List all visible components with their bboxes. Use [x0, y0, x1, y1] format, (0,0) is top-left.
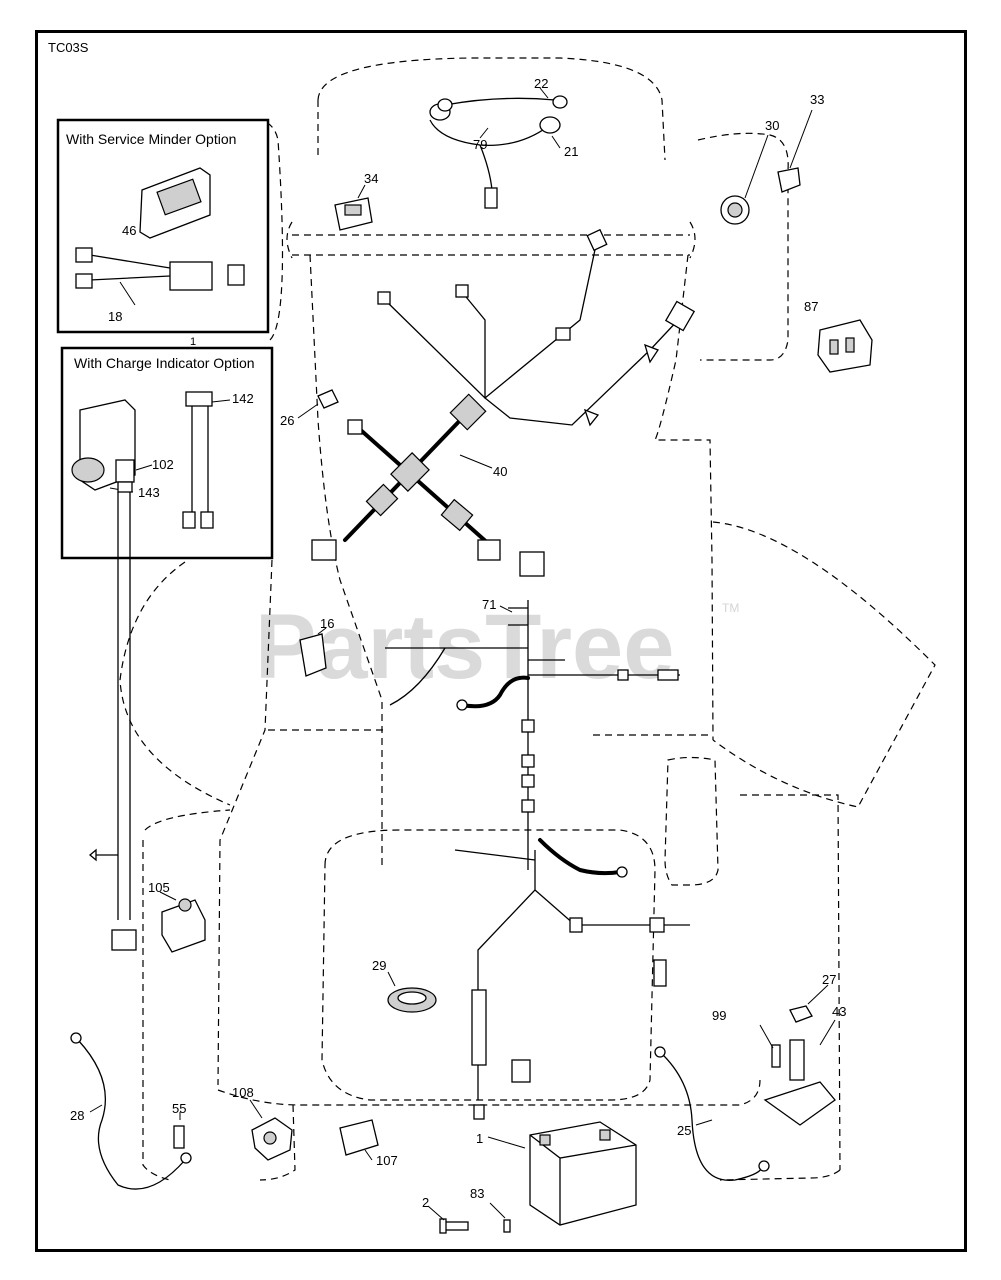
callout-34: 34 [364, 171, 378, 186]
charge-indicator-title: With Charge Indicator Option [74, 355, 255, 371]
module-102 [88, 459, 153, 951]
callout-87: 87 [804, 299, 818, 314]
harness-40 [311, 393, 501, 561]
service-minder-box: With Service Minder Option [56, 118, 270, 334]
battery-cables [70, 1032, 770, 1190]
callout-33: 33 [810, 92, 824, 107]
callout-22: 22 [534, 76, 548, 91]
callout-43: 43 [832, 1004, 846, 1019]
charge-indicator-box: With Charge Indicator Option [60, 346, 274, 560]
callout-83: 83 [470, 1186, 484, 1201]
callout-105: 105 [148, 880, 170, 895]
callout-143: 143 [138, 485, 160, 500]
part-107 [339, 1119, 379, 1161]
lower-harness [454, 838, 690, 1120]
part-108 [249, 1099, 293, 1161]
grommet-29 [387, 971, 437, 1013]
battery [487, 1121, 637, 1226]
watermark-trademark: TM [722, 601, 739, 615]
bolt-2 [427, 1205, 469, 1234]
callout-107: 107 [376, 1153, 398, 1168]
clip-26 [297, 389, 339, 419]
callout-99: 99 [712, 1008, 726, 1023]
callout-21: 21 [564, 144, 578, 159]
callout-108: 108 [232, 1085, 254, 1100]
callout-18: 18 [108, 309, 122, 324]
ignition-switch [720, 109, 813, 225]
callout-27: 27 [822, 972, 836, 987]
tractor-outline [119, 57, 936, 1181]
center-harness [385, 551, 680, 870]
callout-30: 30 [765, 118, 779, 133]
switch-34 [334, 184, 373, 231]
service-minder-title: With Service Minder Option [66, 131, 236, 147]
callout-102: 102 [152, 457, 174, 472]
bracket-group [759, 984, 836, 1126]
switch-16 [299, 627, 327, 677]
callout-55: 55 [172, 1101, 186, 1116]
callout-29: 29 [372, 958, 386, 973]
solenoid-105 [159, 891, 206, 953]
callout-71: 71 [482, 597, 496, 612]
callout-2: 2 [422, 1195, 429, 1210]
callout-25: 25 [677, 1123, 691, 1138]
callout-40: 40 [493, 464, 507, 479]
watermark-text: PartsTree [255, 596, 674, 698]
relay-87 [817, 319, 873, 373]
callout-28: 28 [70, 1108, 84, 1123]
callout-142: 142 [232, 391, 254, 406]
headlight-harness [429, 87, 568, 209]
drawing-code: TC03S [48, 40, 89, 55]
callout-79: 79 [473, 137, 487, 152]
nut-83 [489, 1202, 511, 1233]
callout-1-small: 1 [190, 336, 196, 348]
bolt-55 [173, 1112, 185, 1149]
callout-1: 1 [476, 1131, 483, 1146]
diagram-frame [35, 30, 967, 1252]
callout-16: 16 [320, 616, 334, 631]
main-harness-upper [377, 228, 696, 427]
callout-46: 46 [122, 223, 136, 238]
callout-26: 26 [280, 413, 294, 428]
